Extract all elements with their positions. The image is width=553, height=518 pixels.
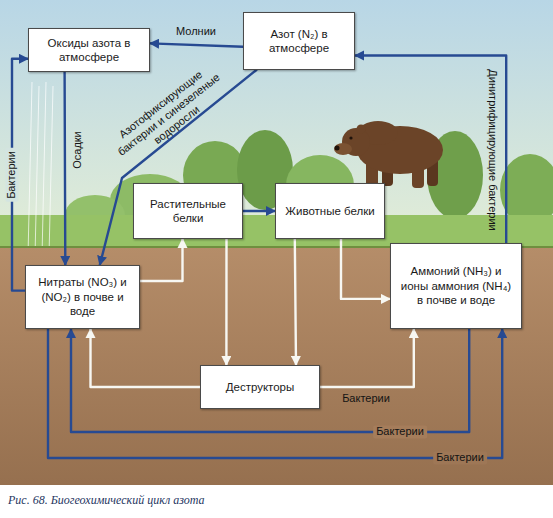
box-label: Деструкторы: [226, 380, 295, 394]
box-label: Растительные белки: [140, 197, 236, 226]
connector-arrow: [320, 329, 414, 387]
edge-label: Молнии: [173, 25, 219, 38]
edge-label: Бактерии: [339, 392, 393, 405]
connector-arrow: [341, 239, 390, 299]
bear-eye: [349, 136, 352, 139]
connector-arrow: [225, 239, 228, 365]
rain-streak: [28, 82, 32, 256]
bear-ear: [357, 125, 366, 134]
process-box: Растительные белки: [133, 183, 243, 239]
rain-streak: [35, 86, 39, 256]
connector-arrow: [295, 239, 296, 365]
process-box: Азот (N₂) в атмосфере: [243, 12, 355, 70]
sky: [0, 0, 553, 250]
box-label: Азот (N₂) в атмосфере: [250, 27, 348, 56]
process-box: Аммоний (NH₃) и ионы аммония (NH₄) в поч…: [390, 243, 522, 329]
bear-snout: [334, 143, 352, 155]
box-label: Нитраты (NO₃) и (NO₂) в почве и воде: [32, 275, 133, 318]
process-box: Нитраты (NO₃) и (NO₂) в почве и воде: [25, 265, 140, 329]
bear: [334, 121, 443, 188]
rain-streak: [49, 86, 53, 256]
edge-label: Бактерии: [5, 148, 18, 202]
edge-label: Бактерии: [433, 451, 487, 464]
connector-arrow: [91, 329, 201, 387]
process-box: Деструкторы: [200, 365, 320, 409]
box-label: Оксиды азота в атмосфере: [35, 36, 143, 65]
connector-arrow: [71, 329, 469, 432]
connector-arrow: [48, 329, 502, 458]
rain-streak: [42, 82, 46, 256]
bear-nose: [335, 146, 340, 151]
box-label: Аммоний (NH₃) и ионы аммония (NH₄) в поч…: [397, 264, 515, 307]
soil: [0, 247, 553, 485]
connector-arrow: [243, 210, 275, 212]
edge-label: Осадки: [71, 128, 84, 172]
box-label: Животные белки: [285, 204, 374, 218]
connector-arrow: [150, 43, 243, 46]
edge-label: Бактерии: [373, 425, 427, 438]
edge-label: Динитрифицирующие бактерии: [485, 66, 498, 233]
process-box: Животные белки: [275, 183, 385, 239]
process-box: Оксиды азота в атмосфере: [28, 28, 150, 72]
connector-arrow: [63, 72, 66, 265]
connector-arrow: [140, 239, 183, 281]
rain: [28, 82, 53, 256]
figure-caption: Рис. 68. Биогеохимический цикл азота: [8, 493, 205, 507]
